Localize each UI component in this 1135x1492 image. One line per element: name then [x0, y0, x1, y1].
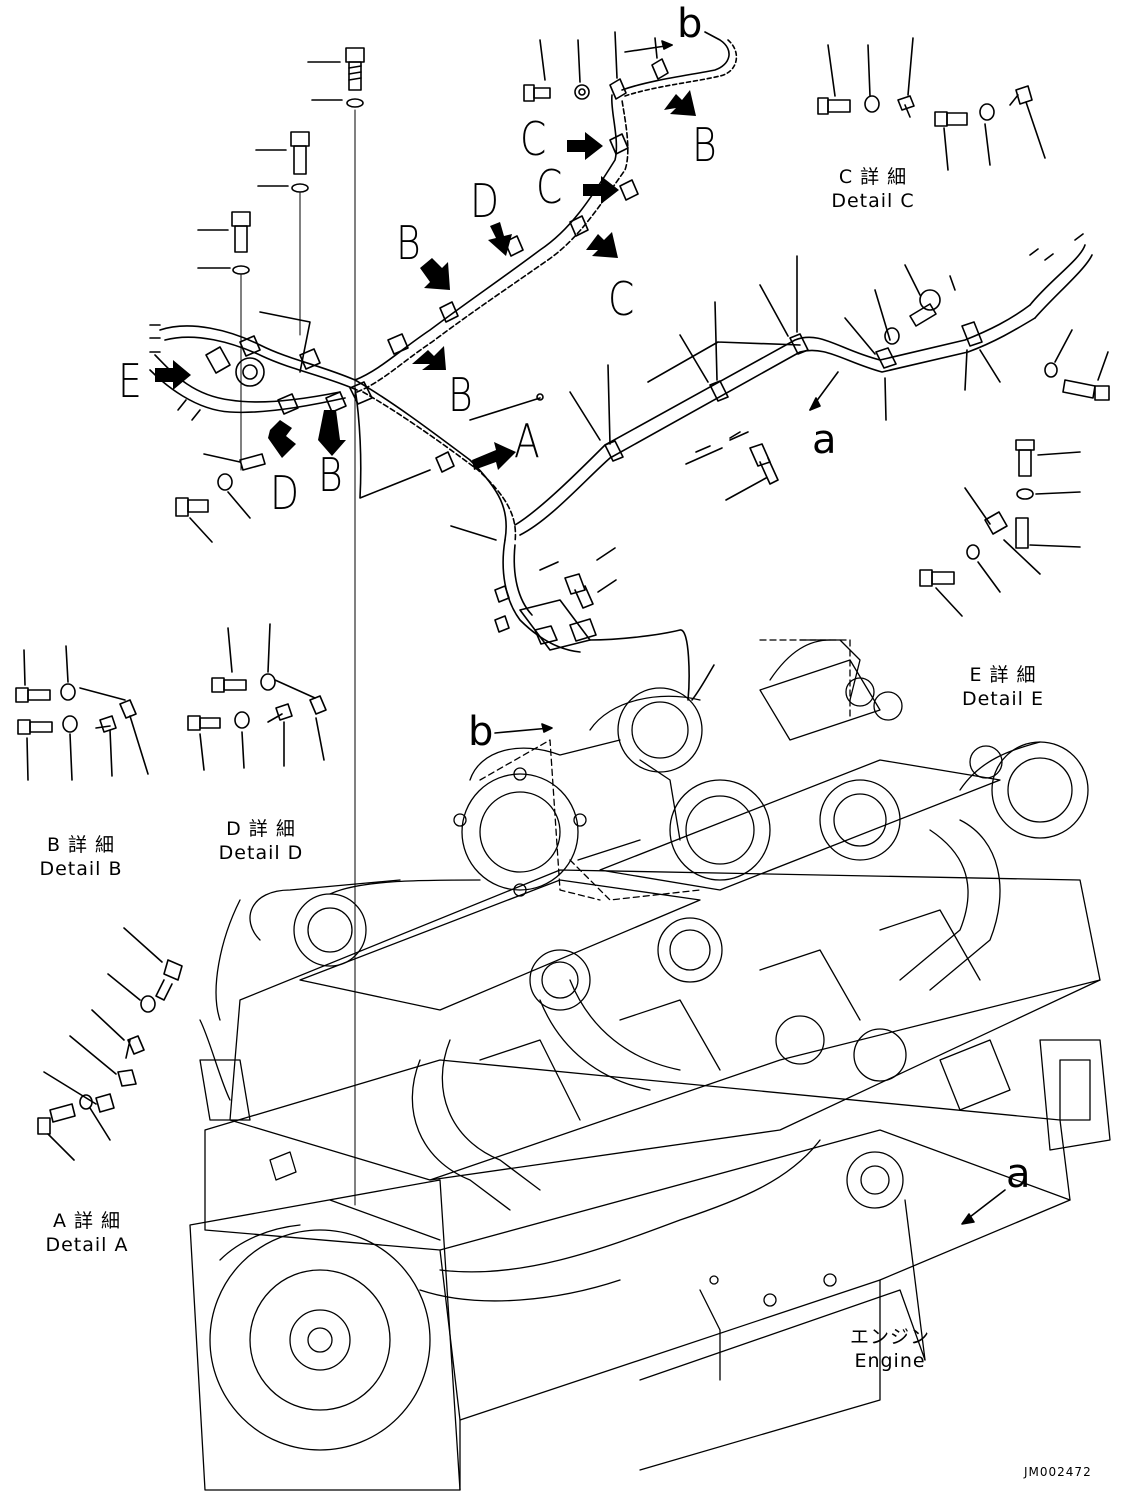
callout-b: B — [318, 448, 343, 502]
detail-b-en: Detail B — [39, 857, 123, 880]
detail-a-drawing — [37, 927, 183, 1161]
callout-d: D — [470, 174, 500, 228]
detail-c-caption: C 詳 細 Detail C — [818, 166, 928, 214]
detail-b-jp: B 詳 細 — [46, 834, 116, 856]
bolt-icon — [255, 131, 310, 336]
wiring-harness-left — [149, 31, 738, 1206]
callout-e: E — [118, 354, 142, 408]
arrow-a-icon — [472, 442, 516, 470]
detail-d-caption: D 詳 細 Detail D — [206, 818, 316, 866]
detail-a-caption: A 詳 細 Detail A — [32, 1210, 142, 1258]
detail-c-drawing — [817, 37, 1046, 171]
arrow-c-icon — [567, 132, 603, 160]
callout-b: B — [692, 118, 717, 172]
drawing-number: JM002472 — [1024, 1465, 1092, 1479]
callout-c: C — [536, 160, 563, 214]
engine-caption: エンジン Engine — [840, 1326, 940, 1374]
detail-a-jp: A 詳 細 — [52, 1210, 122, 1232]
arrow-b-icon — [318, 410, 346, 456]
callout-a-lower: a — [1006, 1151, 1031, 1197]
detail-b-drawing — [15, 645, 149, 781]
detail-d-en: Detail D — [218, 841, 304, 864]
bolt-icon — [197, 211, 251, 471]
callout-b-lower: b — [468, 709, 494, 755]
detail-d-jp: D 詳 細 — [226, 818, 296, 840]
callout-b: B — [396, 216, 421, 270]
view-arrows — [155, 90, 696, 470]
arrow-b-icon — [664, 90, 696, 116]
detail-c-jp: C 詳 細 — [838, 166, 908, 188]
callout-c: C — [520, 112, 547, 166]
arrow-e-icon — [155, 360, 191, 390]
arrow-c-icon — [586, 232, 618, 258]
detail-e-drawing — [919, 439, 1081, 617]
detail-d-drawing — [187, 623, 327, 771]
callout-b: B — [448, 368, 473, 422]
callout-a: A — [514, 414, 540, 468]
pipe-assembly — [514, 233, 1110, 536]
detail-e-caption: E 詳 細 Detail E — [948, 664, 1058, 712]
callout-a-lower: a — [812, 417, 837, 463]
detail-c-en: Detail C — [831, 189, 915, 212]
callout-c: C — [608, 272, 635, 326]
callout-b-lower: b — [677, 1, 703, 47]
engine-en: Engine — [854, 1349, 926, 1372]
reference-arrows — [494, 723, 1006, 1225]
detail-b-caption: B 詳 細 Detail B — [26, 834, 136, 882]
detail-e-jp: E 詳 細 — [969, 664, 1037, 686]
detail-a-en: Detail A — [45, 1233, 129, 1256]
bolt-icon — [307, 47, 365, 108]
detail-e-en: Detail E — [961, 687, 1044, 710]
arrow-d-icon — [268, 420, 296, 458]
arrow-b-icon — [420, 258, 450, 290]
arrow-d-icon — [488, 222, 512, 256]
engine-jp: エンジン — [849, 1326, 930, 1348]
engine-drawing — [189, 639, 1111, 1491]
callout-d: D — [270, 466, 300, 520]
arrow-c-icon — [583, 176, 619, 204]
arrow-b-icon — [412, 346, 446, 370]
